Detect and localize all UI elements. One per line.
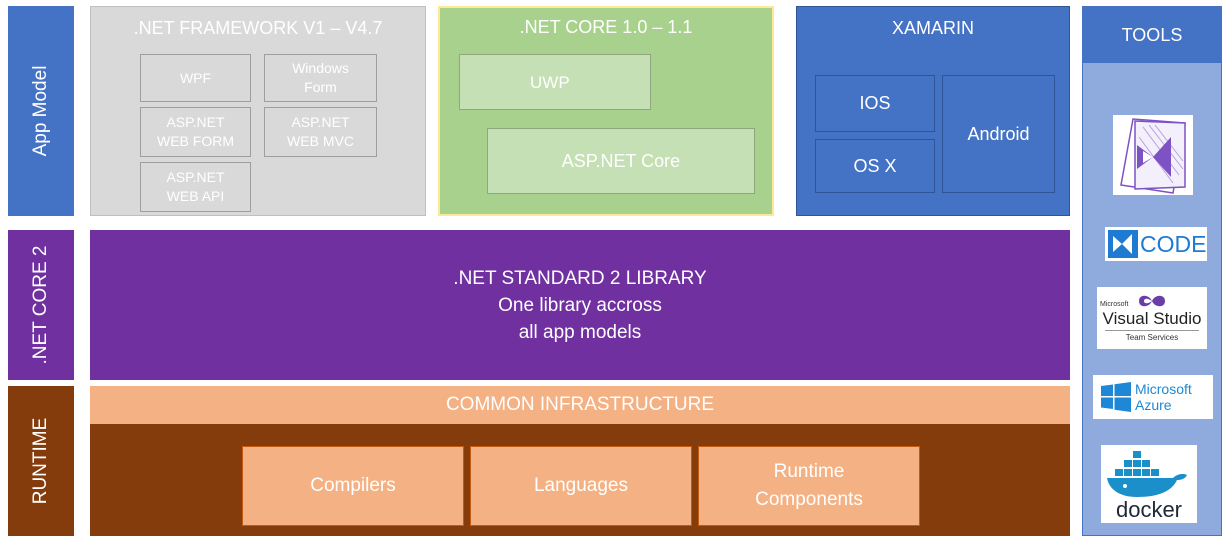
net-standard-box: .NET STANDARD 2 LIBRARY One library accr…	[90, 230, 1070, 380]
vsts-divider	[1105, 330, 1199, 331]
tools-header: TOOLS	[1083, 7, 1221, 63]
aspnet-web-form-box: ASP.NET WEB FORM	[140, 107, 251, 157]
compilers-box: Compilers	[242, 446, 464, 526]
ios-box: IOS	[815, 75, 935, 132]
android-box: Android	[942, 75, 1055, 193]
docker-label: docker	[1115, 497, 1183, 522]
osx-box: OS X	[815, 139, 935, 193]
net-core-1-title: .NET CORE 1.0 – 1.1	[519, 17, 693, 37]
compilers-label: Compilers	[310, 475, 396, 496]
uwp-box: UWP	[459, 54, 651, 110]
windows-logo-icon	[1101, 382, 1131, 412]
windows-form-label-1: Windows	[292, 60, 349, 76]
ios-label: IOS	[859, 93, 891, 113]
vsts-tile[interactable]: Microsoft Visual Studio Team Services	[1097, 287, 1207, 349]
app-model-label-box: App Model	[8, 6, 74, 216]
net-core-2-label-box: .NET CORE 2	[8, 230, 74, 380]
windows-form-label-2: Form	[304, 79, 337, 95]
languages-box: Languages	[470, 446, 692, 526]
net-standard-line-1: .NET STANDARD 2 LIBRARY	[453, 267, 707, 289]
azure-label-2: Azure	[1135, 397, 1172, 413]
aspnet-core-label: ASP.NET Core	[561, 150, 681, 171]
app-model-label: App Model	[30, 65, 51, 157]
aspnet-core-box: ASP.NET Core	[487, 128, 755, 194]
android-label: Android	[967, 123, 1030, 144]
aspnet-web-api-box: ASP.NET WEB API	[140, 162, 251, 212]
docker-whale-icon	[1107, 451, 1187, 497]
xamarin-box: XAMARIN IOS OS X Android	[796, 6, 1070, 216]
runtime-components-label-1: Runtime	[773, 461, 845, 482]
osx-label: OS X	[853, 155, 897, 176]
wpf-box: WPF	[140, 54, 251, 102]
azure-tile[interactable]: Microsoft Azure	[1093, 375, 1213, 419]
net-framework-title: .NET FRAMEWORK V1 – V4.7	[133, 18, 383, 38]
net-framework-box: .NET FRAMEWORK V1 – V4.7 WPF Windows For…	[90, 6, 426, 216]
vsts-small-label: Microsoft	[1100, 301, 1129, 308]
azure-text: Microsoft Azure	[1135, 381, 1192, 413]
docker-tile[interactable]: docker	[1101, 445, 1197, 523]
aspnet-web-mvc-label-2: WEB MVC	[287, 133, 354, 149]
aspnet-web-mvc-label-1: ASP.NET	[291, 114, 350, 130]
aspnet-web-api-label-1: ASP.NET	[166, 169, 225, 185]
vsts-sub-label: Team Services	[1125, 333, 1179, 342]
aspnet-web-form-label-1: ASP.NET	[166, 114, 225, 130]
runtime-label: RUNTIME	[30, 417, 51, 505]
xamarin-title: XAMARIN	[891, 18, 974, 38]
languages-label: Languages	[533, 475, 629, 496]
wpf-label: WPF	[179, 69, 212, 86]
visual-studio-icon	[1120, 118, 1186, 194]
aspnet-web-form-label-2: WEB FORM	[157, 133, 234, 149]
net-core-2-label: .NET CORE 2	[30, 245, 51, 365]
uwp-label: UWP	[530, 72, 570, 92]
azure-label-1: Microsoft	[1135, 381, 1192, 397]
aspnet-web-api-label-2: WEB API	[166, 188, 225, 204]
tools-title: TOOLS	[1121, 24, 1183, 45]
net-standard-line-3: all app models	[518, 321, 642, 343]
windows-form-box: Windows Form	[264, 54, 377, 102]
net-core-1-box: .NET CORE 1.0 – 1.1 UWP ASP.NET Core	[438, 6, 774, 216]
tools-panel: TOOLS CODE Microsoft Visual Studio Tea	[1082, 6, 1222, 536]
common-infrastructure-label: COMMON INFRASTRUCTURE	[445, 394, 715, 415]
vsts-main-label: Visual Studio	[1102, 309, 1202, 328]
net-standard-line-2: One library accross	[498, 294, 662, 316]
vscode-icon	[1108, 230, 1138, 258]
visual-studio-tile[interactable]	[1113, 115, 1193, 195]
runtime-components-box: Runtime Components	[698, 446, 920, 526]
aspnet-web-mvc-box: ASP.NET WEB MVC	[264, 107, 377, 157]
runtime-area: Compilers Languages Runtime Components	[90, 424, 1070, 536]
runtime-label-box: RUNTIME	[8, 386, 74, 536]
vscode-tile[interactable]: CODE	[1105, 227, 1207, 261]
common-infrastructure-bar: COMMON INFRASTRUCTURE	[90, 386, 1070, 424]
vscode-label: CODE	[1140, 230, 1207, 257]
vsts-infinity-icon	[1139, 295, 1165, 307]
runtime-components-label-2: Components	[755, 489, 863, 510]
